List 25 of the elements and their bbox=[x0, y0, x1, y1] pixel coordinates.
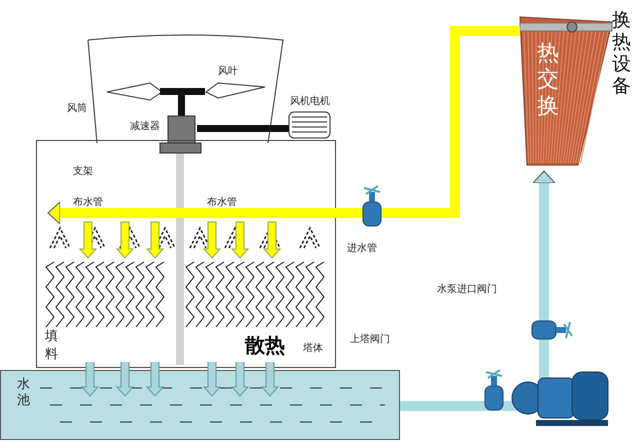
part-label: 散热 bbox=[245, 333, 285, 357]
equipment-label: 换热设备 bbox=[612, 9, 632, 97]
part-label: 布水管 bbox=[207, 197, 237, 209]
part-label: 水泵进口阀门 bbox=[437, 284, 497, 296]
node-label: 水池 bbox=[17, 377, 31, 408]
part-label: 进水管 bbox=[347, 243, 377, 255]
part-label: 风筒 bbox=[67, 103, 87, 115]
part-label: 填料 bbox=[45, 328, 59, 364]
part-label: 上塔阀门 bbox=[350, 334, 390, 346]
part-label: 减速器 bbox=[130, 121, 160, 133]
water-flow-arrow bbox=[80, 362, 100, 397]
part-label: 支架 bbox=[73, 166, 93, 178]
water-flow-arrow bbox=[116, 362, 134, 397]
pipe-arrow bbox=[48, 26, 520, 224]
water-flow-arrow bbox=[202, 362, 222, 397]
water-pool bbox=[0, 370, 400, 440]
water-flow-arrow bbox=[230, 362, 250, 397]
water-flow-arrow bbox=[146, 362, 164, 397]
water-flow-arrow bbox=[260, 362, 280, 397]
part-label: 风机电机 bbox=[290, 96, 330, 108]
node-label: 塔体 bbox=[303, 343, 323, 355]
tower-box bbox=[36, 140, 336, 368]
pipe-arrow bbox=[400, 170, 556, 411]
part-label: 风叶 bbox=[218, 66, 238, 78]
part-label: 布水管 bbox=[73, 197, 103, 209]
